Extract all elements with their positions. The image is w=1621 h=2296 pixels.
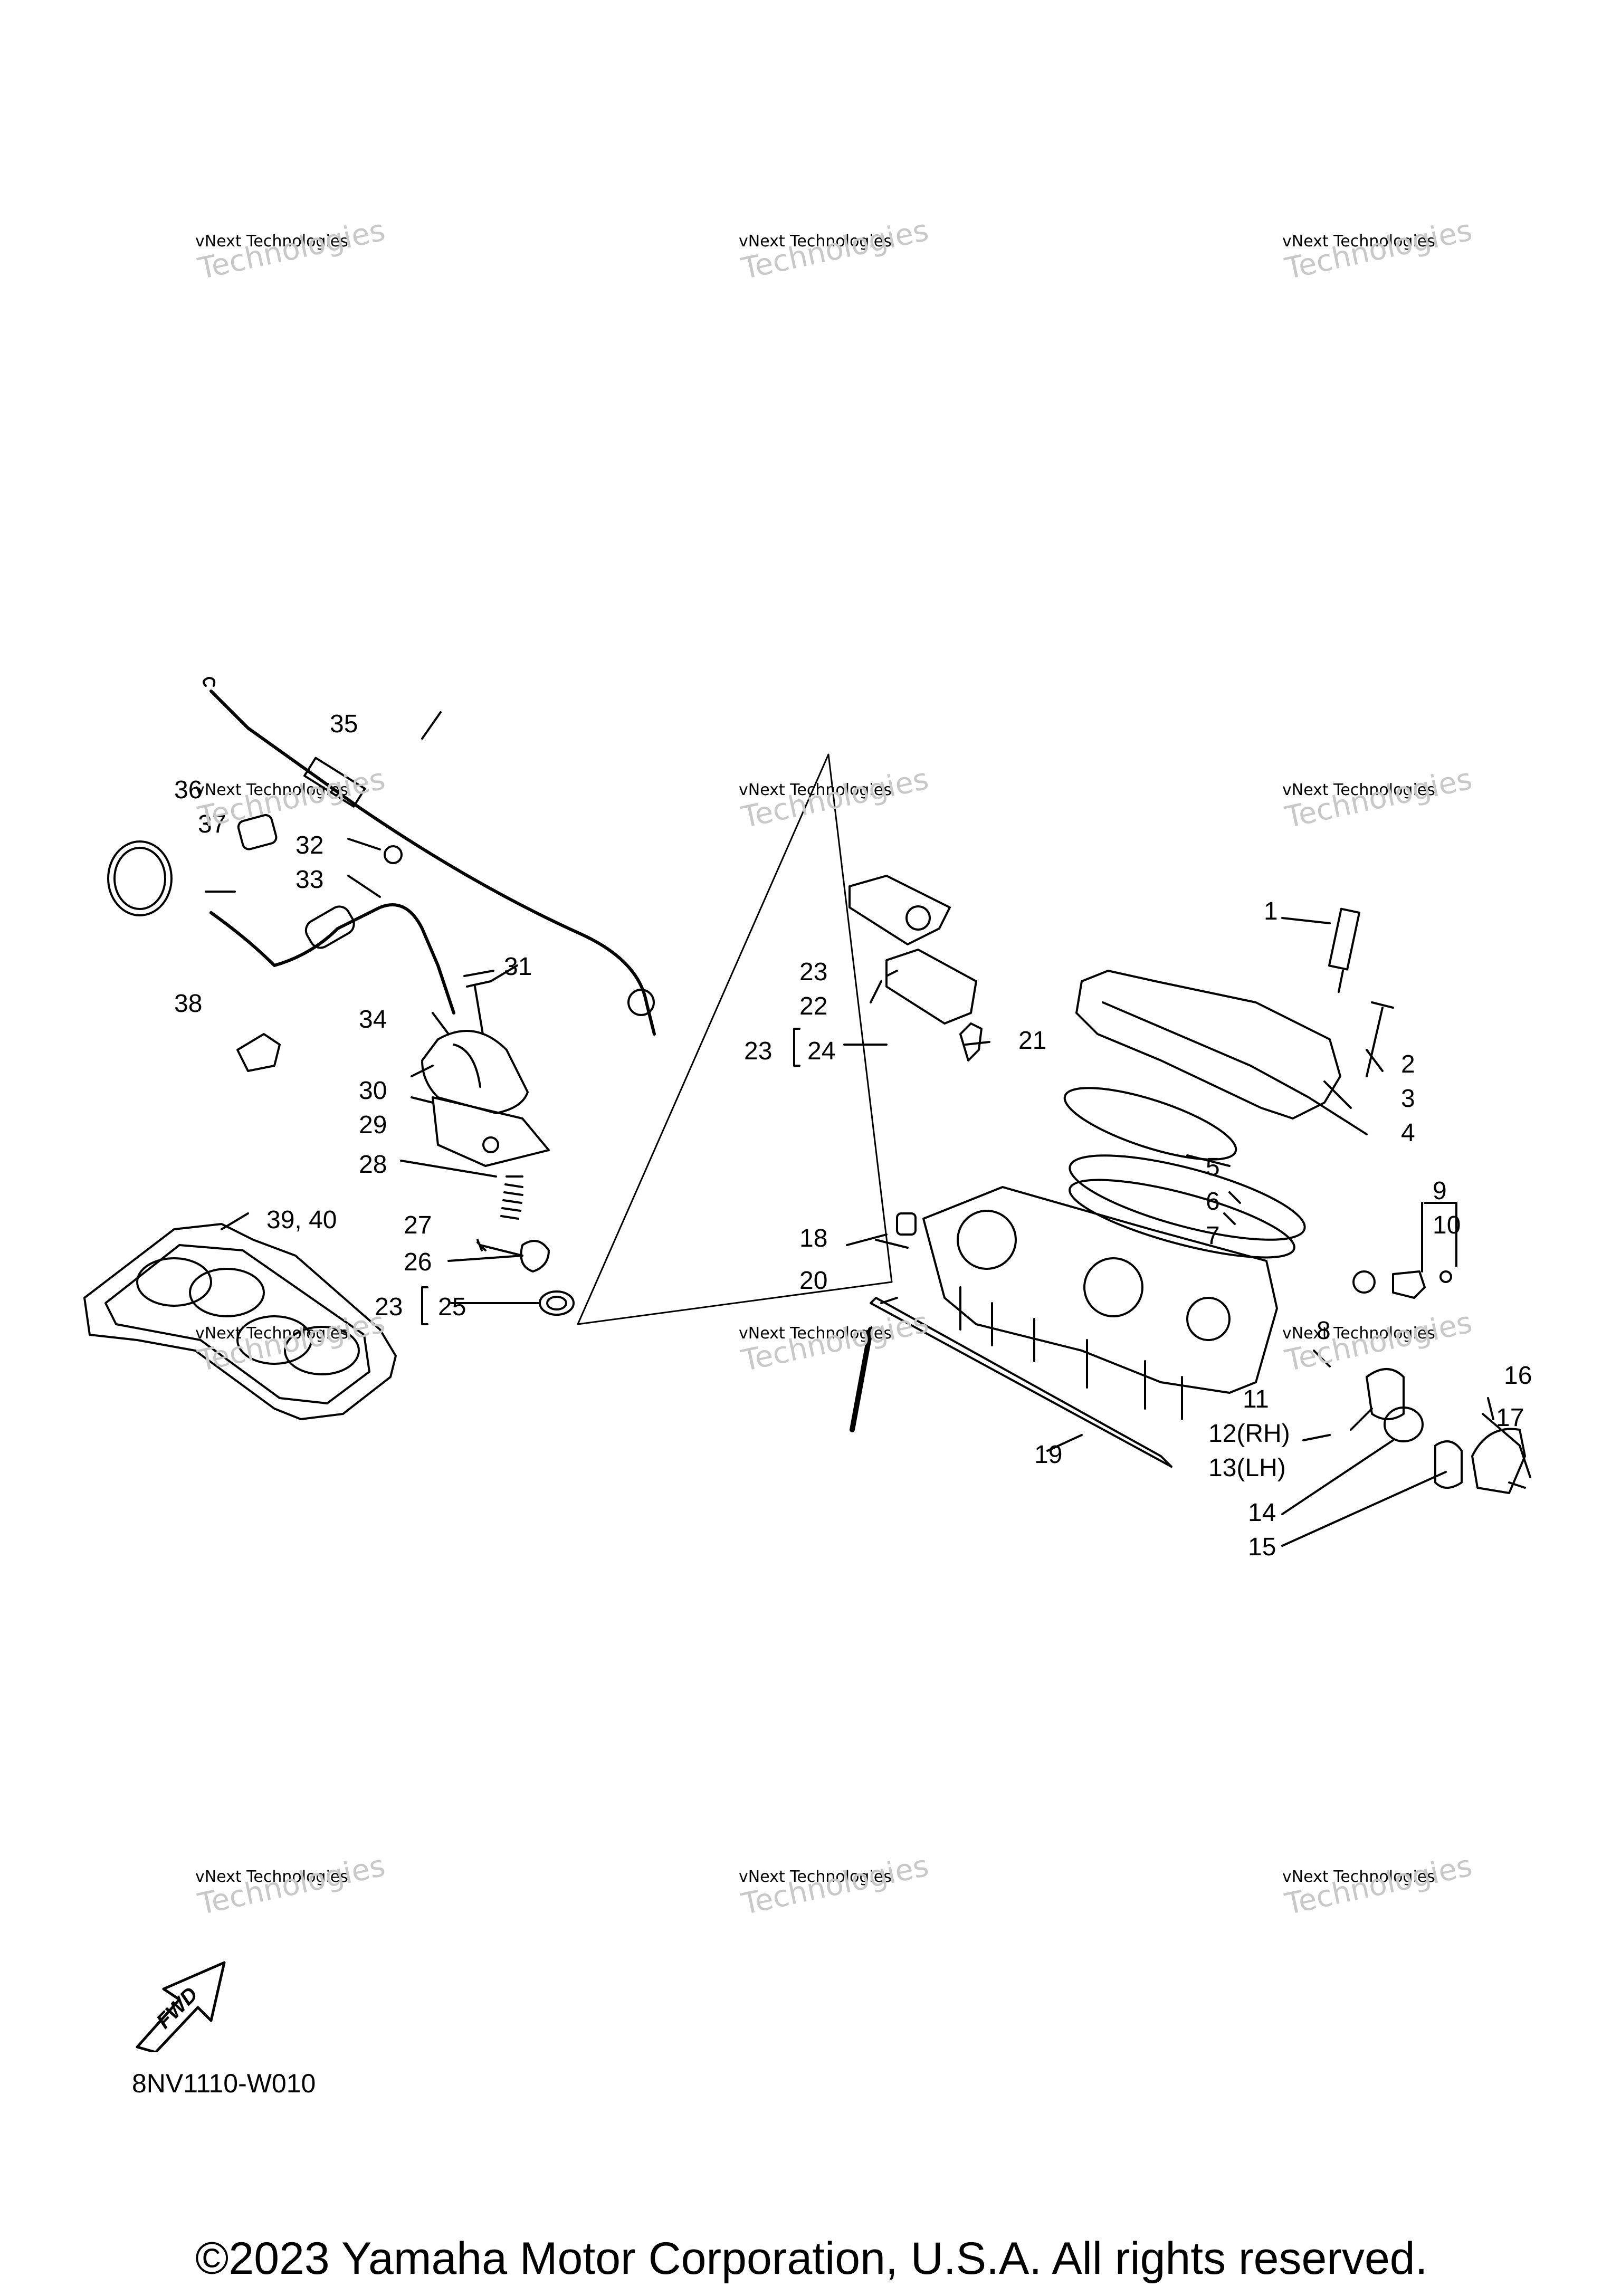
callout-27: 27 [404,1211,432,1239]
callout-29: 29 [359,1111,387,1139]
callout-7: 7 [1206,1222,1220,1250]
callout-13: 13(LH) [1208,1454,1286,1482]
copyright-notice: ©2023 Yamaha Motor Corporation, U.S.A. A… [195,2233,1428,2284]
callout-36: 36 [174,776,203,804]
callout-5: 5 [1206,1153,1220,1181]
callout-28: 28 [359,1151,387,1179]
callout-6: 6 [1206,1188,1220,1216]
callout-24: 24 [807,1037,836,1065]
callout-2: 2 [1401,1050,1415,1078]
callout-9: 9 [1433,1177,1447,1205]
callout-21: 21 [1018,1027,1047,1055]
document-id: 8NV1110-W010 [132,2069,316,2098]
callout-35: 35 [330,710,358,738]
callout-31: 31 [504,953,532,981]
callout-26: 26 [404,1248,432,1276]
callout-25: 25 [438,1293,466,1321]
callout-1: 1 [1264,897,1278,925]
callout-19: 19 [1034,1441,1063,1469]
callout-11: 11 [1243,1385,1269,1413]
callout-10: 10 [1433,1211,1461,1239]
callout-14: 14 [1248,1499,1276,1527]
callout-33: 33 [295,866,324,894]
callout-17: 17 [1496,1404,1524,1432]
callout-23-b: 23 [744,1037,773,1065]
callout-8: 8 [1317,1317,1331,1345]
callout-34: 34 [359,1006,387,1034]
callout-16: 16 [1504,1362,1532,1390]
callout-23-a: 23 [799,958,828,986]
callout-39-40: 39, 40 [266,1206,337,1234]
callout-30: 30 [359,1077,387,1105]
callout-22: 22 [799,992,828,1020]
callout-12: 12(RH) [1208,1420,1290,1448]
callout-15: 15 [1248,1533,1276,1561]
callout-4: 4 [1401,1119,1415,1147]
callout-23-c: 23 [375,1293,403,1321]
callout-38: 38 [174,990,203,1018]
callout-18: 18 [799,1224,828,1252]
callout-20: 20 [799,1267,828,1295]
callout-3: 3 [1401,1085,1415,1113]
callout-32: 32 [295,831,324,859]
forward-arrow-icon: FWD [136,1961,226,2052]
callout-37: 37 [198,810,226,838]
